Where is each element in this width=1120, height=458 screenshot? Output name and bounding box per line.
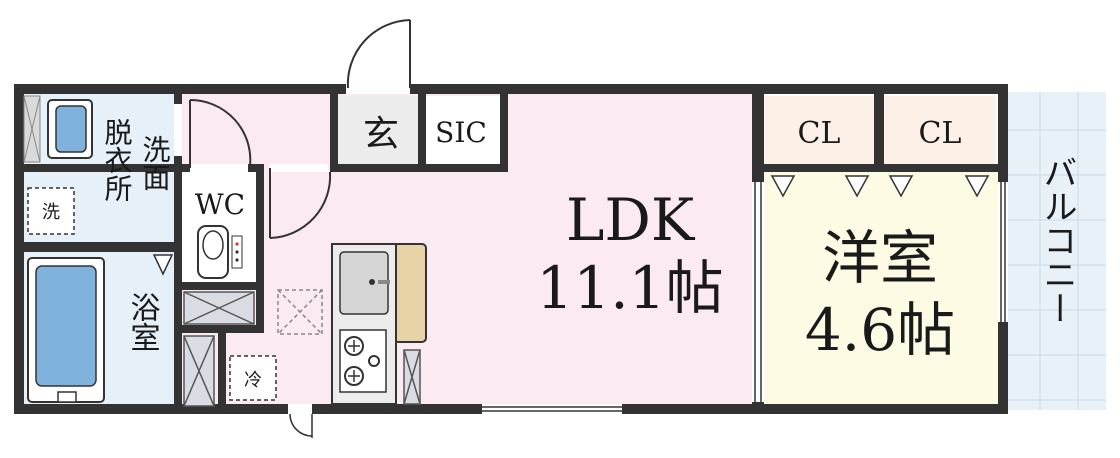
stove-burners-icon [344, 336, 380, 386]
genkan-floor [338, 96, 424, 166]
genkan-label: 玄 [363, 114, 399, 155]
closet-left-label: CL [798, 116, 841, 151]
dressing-label: 脱衣所 [101, 118, 134, 202]
balcony-grid [1006, 92, 1106, 410]
western-room-floor [758, 170, 1006, 410]
washer-slot [27, 187, 75, 235]
kitchen-counter [331, 243, 427, 405]
closet-door-markers [152, 175, 990, 276]
wc-door[interactable] [189, 98, 252, 168]
ldk-name: LDK [566, 186, 696, 254]
ldk-size: 11.1帖 [536, 254, 723, 322]
wc-label: WC [195, 188, 245, 221]
windows [482, 182, 1006, 412]
fridge-label: 冷 [244, 370, 262, 391]
sic-label: SIC [435, 116, 487, 149]
western-room-name: 洋室 [822, 224, 938, 292]
balcony: バルコニー [1006, 92, 1106, 410]
fridge-slot [229, 355, 277, 401]
bath-label: 浴室 [125, 292, 160, 352]
closet-right-floor [884, 96, 996, 164]
toilet-icon [197, 225, 243, 279]
appliance-space [277, 289, 323, 335]
western-room-size: 4.6帖 [805, 296, 955, 364]
storage-door[interactable] [269, 168, 332, 239]
bathtub-icon [27, 257, 105, 403]
entrance-door[interactable] [346, 19, 411, 89]
storage-shelves [183, 291, 421, 407]
service-door[interactable] [289, 413, 313, 438]
sic-floor [424, 96, 504, 166]
closet-right-label: CL [919, 116, 962, 151]
balcony-label: バルコニー [1037, 155, 1077, 325]
vanity-cross [23, 95, 41, 163]
washer-label: 洗 [42, 202, 60, 223]
washbasin-icon [47, 99, 93, 159]
closet-left-floor [764, 96, 874, 164]
washbasin-label: 洗面 [139, 135, 172, 191]
balcony-floor [1006, 92, 1106, 410]
